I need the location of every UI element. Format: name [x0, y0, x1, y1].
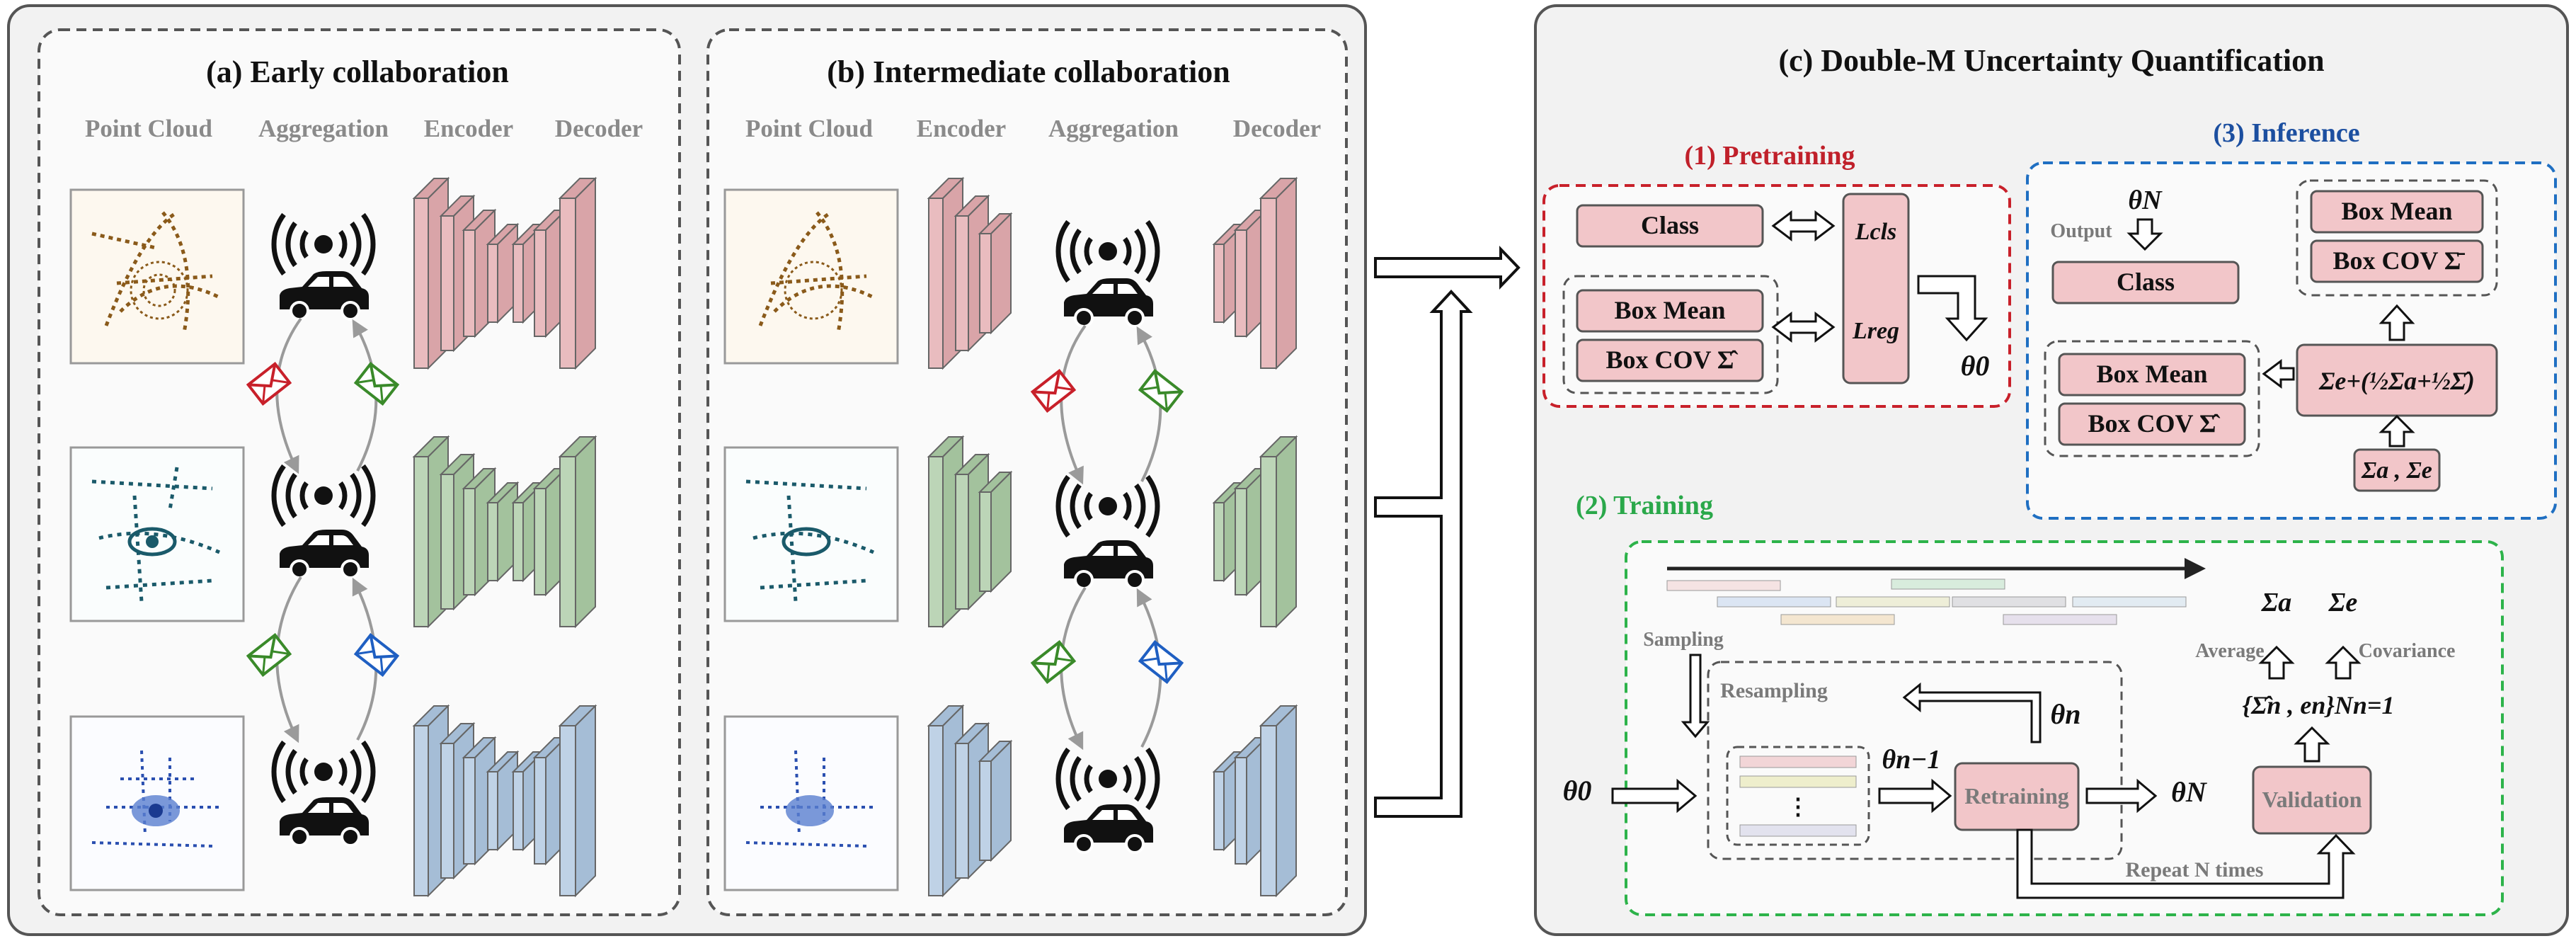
set-label: {Σ̂n , en}Nn=1 [2243, 691, 2395, 719]
point-cloud-image-2 [69, 446, 245, 622]
panel-a-header-point-cloud: Point Cloud [85, 115, 212, 142]
pretraining-title: (1) Pretraining [1685, 141, 1855, 171]
encoder-network-red [927, 176, 1013, 370]
double-arrow [1771, 311, 1836, 343]
pretraining-class-label: Class [1641, 211, 1699, 239]
data-sample-bars [1666, 578, 2187, 625]
up-arrow [2378, 304, 2415, 341]
loss-cls-label: Lcls [1855, 219, 1897, 245]
inference-box-mean-top-label: Box Mean [2342, 197, 2453, 225]
loss-box [1842, 193, 1910, 384]
decoder-network-green [1212, 435, 1298, 629]
bent-arrow [1917, 275, 1988, 342]
retraining-loop-group [1707, 661, 2123, 860]
up-arrow [2294, 726, 2330, 763]
theta-N-label: θN [2171, 776, 2208, 808]
double-arrow [1771, 210, 1836, 242]
point-cloud-image-3 [723, 715, 899, 891]
inference-class-box [2051, 261, 2240, 304]
down-arrow [2126, 218, 2163, 251]
panel-a-header-aggregation: Aggregation [258, 115, 389, 142]
training-title: (2) Training [1576, 491, 1713, 520]
panel-c-title: (c) Double-M Uncertainty Quantification [1778, 43, 2324, 78]
panel-b-header-point-cloud: Point Cloud [745, 115, 873, 142]
encoder-network-green [927, 435, 1013, 629]
encoder-decoder-network-red [412, 176, 597, 370]
inference-output-label: Output [2050, 220, 2112, 242]
inference-input-group [2044, 340, 2260, 457]
panel-a-title: (a) Early collaboration [206, 55, 509, 89]
repeat-arrow [2016, 828, 2356, 899]
resampling-label: Resampling [1720, 679, 1828, 702]
right-arrow [1878, 778, 1952, 814]
pretraining-section: (1) Pretraining Class Box Mean Box COV Σ… [1542, 141, 2011, 408]
theta-n-label: θn [2050, 698, 2080, 730]
inference-box-cov-label: Box COV Σ̂ [2088, 409, 2221, 438]
point-cloud-image-2 [723, 446, 899, 622]
panel-b-title: (b) Intermediate collaboration [827, 55, 1230, 89]
loss-reg-label: Lreg [1852, 318, 1899, 344]
resampling-arrow [1902, 682, 2042, 743]
point-cloud-image-3 [69, 715, 245, 891]
pretraining-box-mean-label: Box Mean [1615, 296, 1726, 324]
panel-connector-arrows [1374, 246, 1521, 818]
theta-n-minus-1-label: θn−1 [1882, 745, 1941, 775]
retraining-label: Retraining [1964, 783, 2069, 809]
pretraining-class-box [1576, 204, 1764, 248]
inference-box-cov-top [2310, 239, 2484, 283]
down-arrow [1681, 654, 1710, 738]
right-arrow [2262, 359, 2295, 389]
right-arrow [2085, 778, 2158, 814]
sample-subset-box [1726, 746, 1870, 846]
sigma-label: Σa , Σe [2361, 457, 2432, 484]
pretraining-box-cov-label: Box COV Σ̂ [1606, 346, 1739, 374]
right-arrow [1611, 778, 1698, 814]
pretraining-box-mean [1576, 289, 1764, 333]
encoder-decoder-network-green [412, 435, 597, 629]
panel-b-header-aggregation: Aggregation [1048, 115, 1179, 142]
encoder-decoder-network-blue [412, 704, 597, 898]
panel-a-header-decoder: Decoder [555, 115, 643, 142]
up-arrow [2325, 645, 2362, 680]
up-arrow [2258, 645, 2295, 680]
ellipsis-label: ⋮ [1787, 794, 1809, 819]
inference-box-mean [2058, 353, 2246, 397]
inference-box-cov [2058, 402, 2246, 446]
point-cloud-image-1 [723, 188, 899, 365]
panel-b-header-decoder: Decoder [1233, 115, 1321, 142]
sigma-e-label: Σe [2328, 588, 2358, 617]
panel-intermediate-collaboration: (b) Intermediate collaboration Point Clo… [706, 28, 1348, 916]
panel-early-collaboration: (a) Early collaboration Point Cloud Aggr… [38, 28, 681, 916]
inference-box-cov-top-label: Box COV Σ̄ [2333, 246, 2466, 275]
pretraining-box-cov [1576, 338, 1764, 382]
covariance-label: Covariance [2359, 640, 2456, 662]
encoder-network-blue [927, 704, 1013, 898]
inference-box-mean-top [2310, 190, 2484, 234]
panel-a-header-encoder: Encoder [424, 115, 513, 142]
validation-label: Validation [2262, 787, 2362, 812]
sigma-box [2353, 448, 2441, 492]
inference-box-mean-label: Box Mean [2097, 360, 2208, 388]
training-section: (2) Training Sampling Resampling θn ⋮ θ0… [1563, 491, 2504, 916]
pretraining-box-group [1562, 275, 1779, 394]
panel-b-header-encoder: Encoder [917, 115, 1006, 142]
sigma-a-label: Σa [2261, 588, 2292, 617]
inference-theta-n: θN [2128, 186, 2163, 215]
average-label: Average [2195, 640, 2264, 662]
inference-output-group [2296, 179, 2498, 297]
point-cloud-image-1 [69, 188, 245, 365]
inference-section: (3) Inference θN Output Class Box Mean B… [2026, 118, 2557, 520]
up-arrow [2378, 414, 2415, 447]
validation-box [2252, 765, 2372, 835]
inference-title: (3) Inference [2213, 118, 2359, 148]
training-theta0: θ0 [1563, 775, 1592, 806]
decoder-network-blue [1212, 704, 1298, 898]
repeat-label: Repeat N times [2126, 858, 2264, 882]
decoder-network-red [1212, 176, 1298, 370]
formula-label: Σe+(½Σa+½Σ̂) [2318, 367, 2475, 395]
theta0-label: θ0 [1961, 350, 1990, 382]
sampling-label: Sampling [1643, 629, 1724, 651]
inference-class-label: Class [2117, 268, 2175, 296]
